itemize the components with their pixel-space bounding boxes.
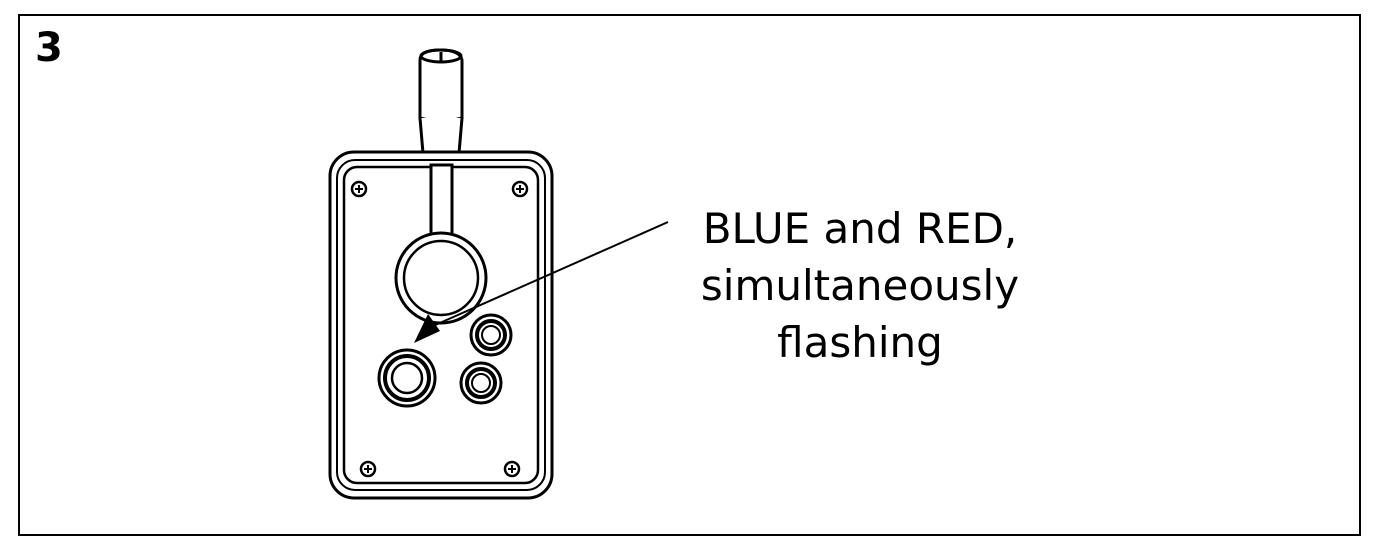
indicator-button-large bbox=[377, 348, 437, 408]
lever-shaft bbox=[394, 163, 488, 325]
callout-line: simultaneously bbox=[700, 261, 1020, 310]
callout-line: BLUE and RED, bbox=[702, 204, 1018, 253]
callout-line: flashing bbox=[777, 318, 943, 367]
lever-handle bbox=[418, 48, 464, 167]
screw-top-right-icon bbox=[511, 180, 529, 198]
screw-top-left-icon bbox=[350, 180, 368, 198]
callout-text: BLUE and RED, simultaneously flashing bbox=[680, 200, 1040, 371]
callout-arrow bbox=[414, 221, 669, 343]
screw-bottom-right-icon bbox=[503, 460, 521, 478]
button-lower-right bbox=[459, 361, 503, 405]
step-number: 3 bbox=[35, 25, 63, 71]
screw-bottom-left-icon bbox=[359, 460, 377, 478]
diagram-frame bbox=[18, 14, 1361, 536]
button-upper-right bbox=[469, 313, 513, 357]
